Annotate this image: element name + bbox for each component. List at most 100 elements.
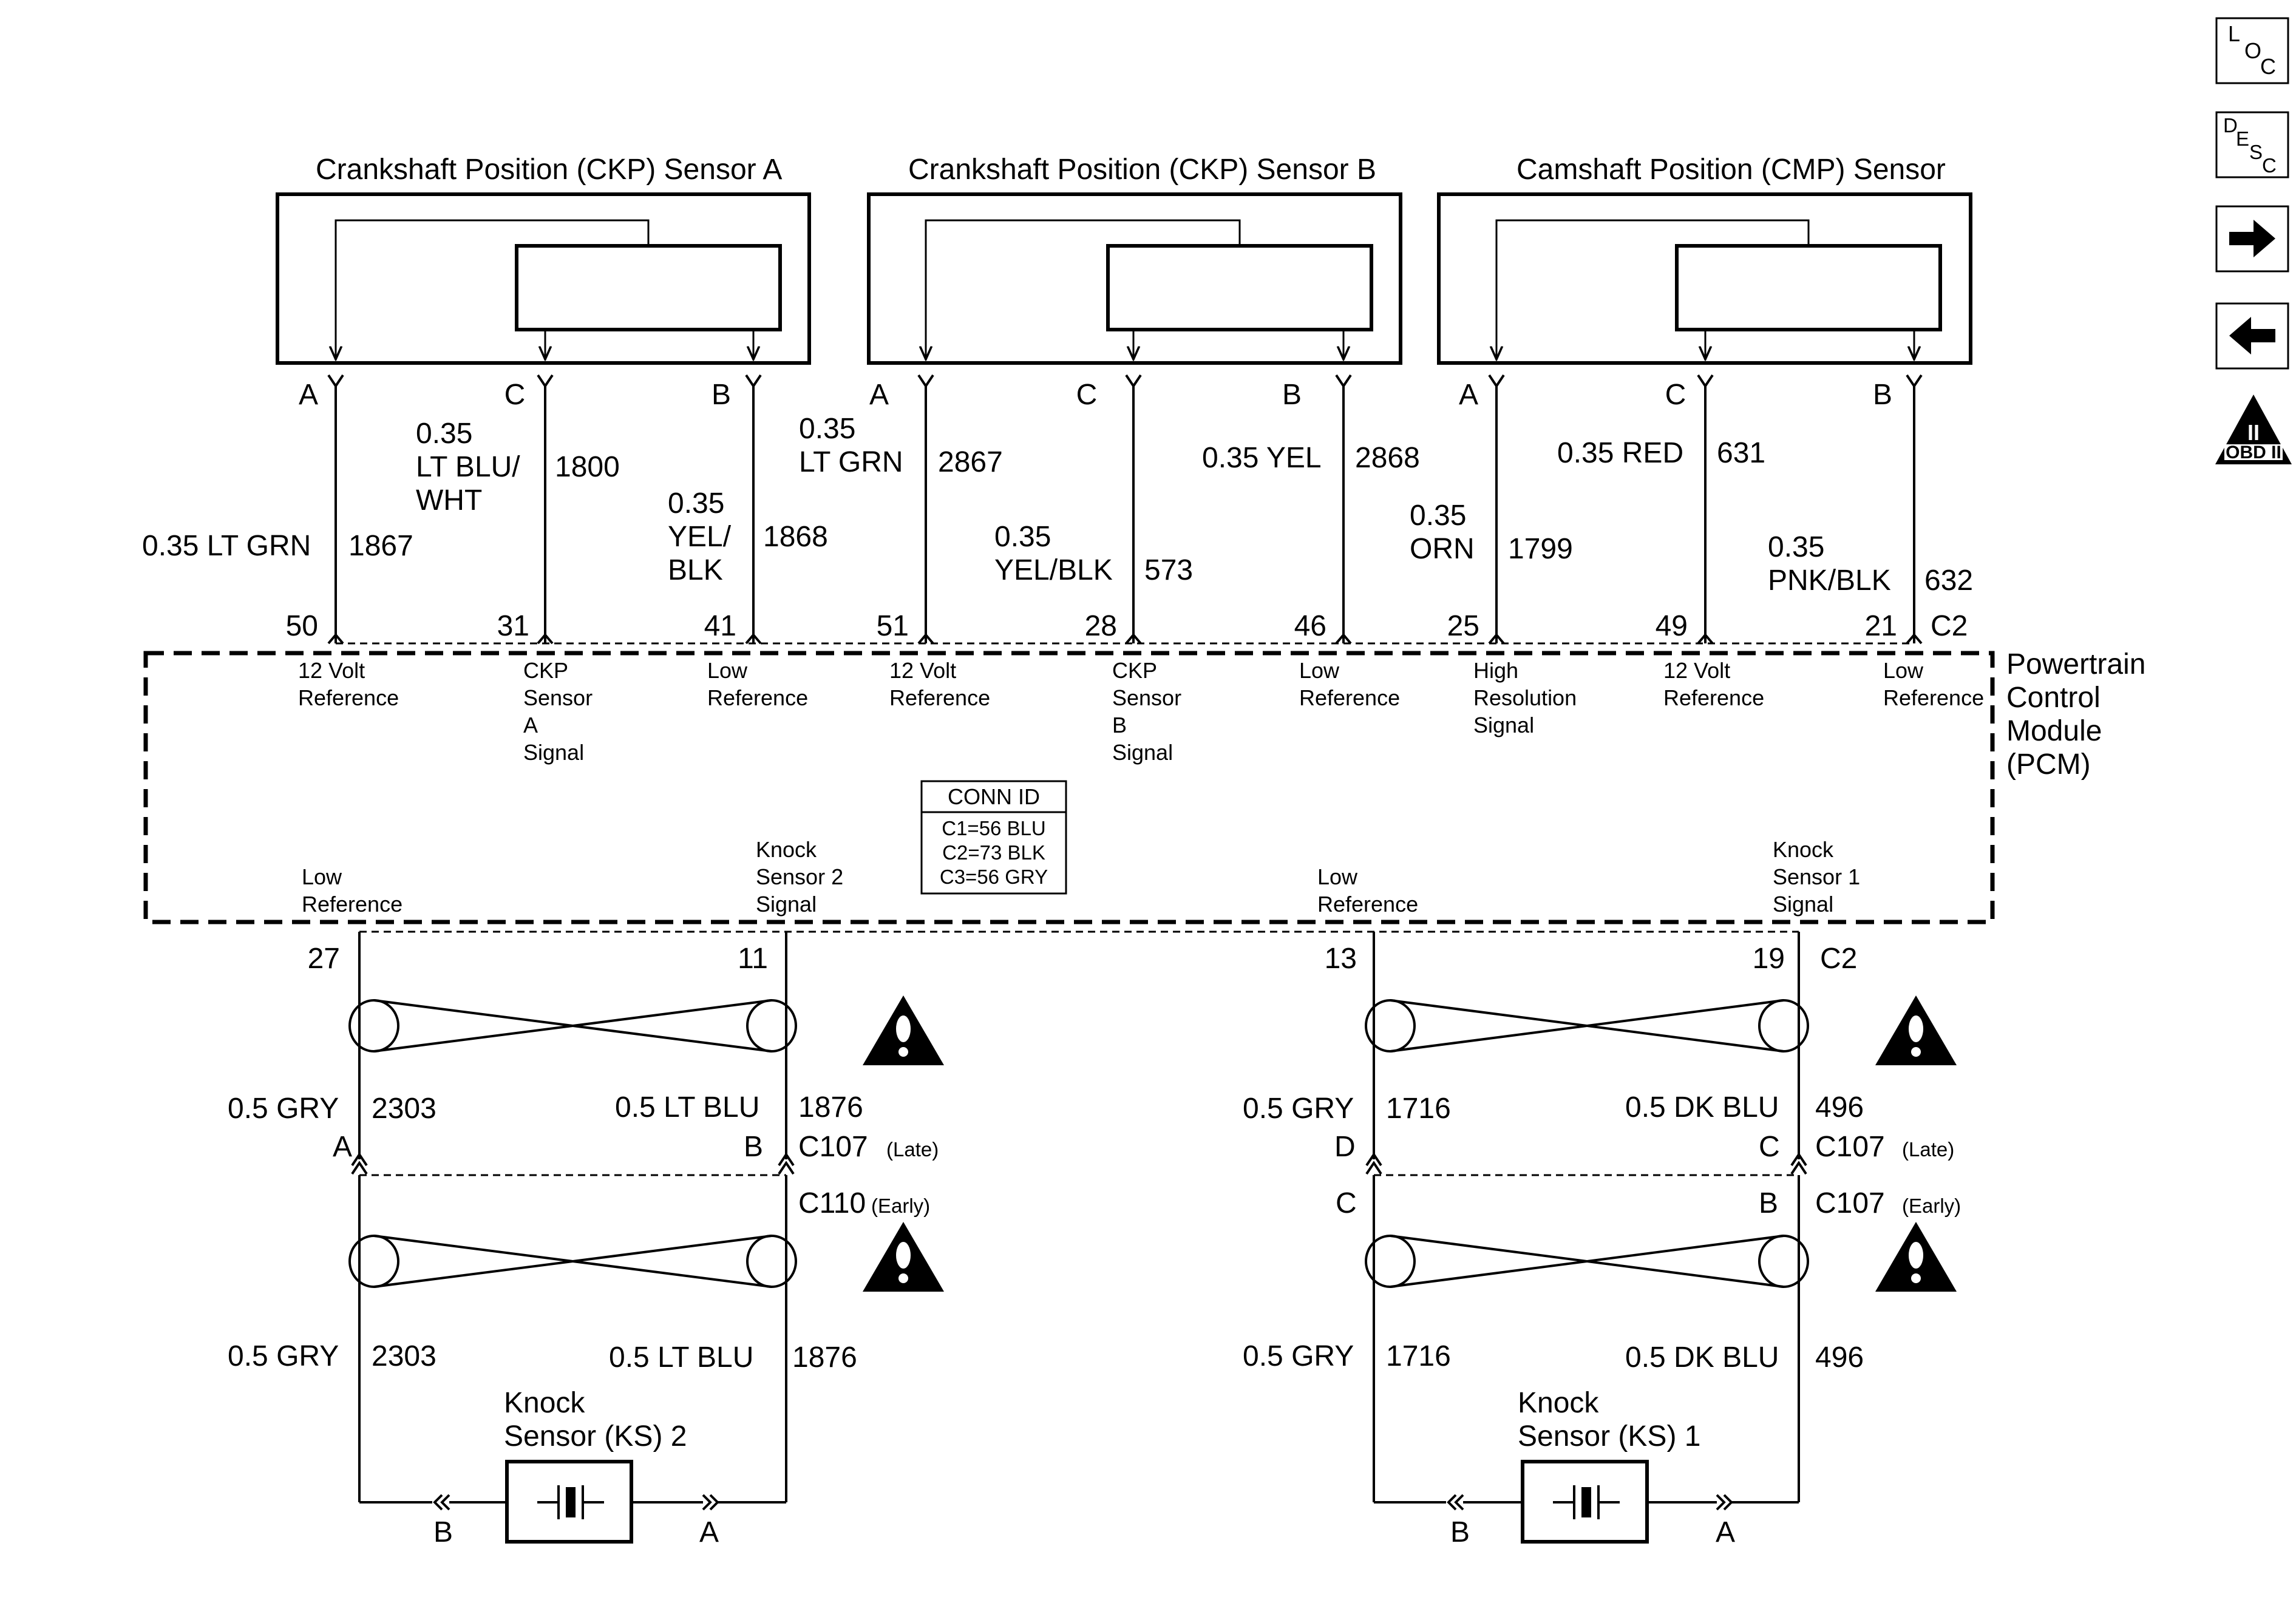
- description-button[interactable]: D E S C: [2215, 111, 2289, 178]
- pin-letter: C: [1759, 1131, 1780, 1163]
- obd-numeral: II: [2247, 420, 2260, 445]
- wire-color-label: 0.35 LT GRN: [142, 530, 311, 562]
- pin-function-label: Reference: [302, 892, 402, 917]
- wire-color-label: LT BLU/: [416, 451, 520, 483]
- wire-color-label: 0.5 DK BLU: [1625, 1341, 1779, 1374]
- wire-color-label: 0.5 GRY: [228, 1340, 339, 1372]
- wire-color-label: PNK/BLK: [1768, 564, 1891, 597]
- caution-icon[interactable]: [1875, 995, 1957, 1065]
- pin-letter: A: [333, 1131, 352, 1163]
- pin-letter: B: [1450, 1516, 1470, 1548]
- pin-letter: B: [744, 1131, 763, 1163]
- pin-letter: A: [699, 1516, 719, 1548]
- pin-letter: B: [1873, 379, 1892, 411]
- pin-function-label: Signal: [756, 892, 817, 917]
- pin-function-label: Resolution: [1473, 685, 1577, 710]
- wire-color-label: 0.35: [668, 487, 724, 520]
- knock-sensor-2-label: Sensor (KS) 2: [504, 1420, 687, 1453]
- circuit-number: 1716: [1386, 1093, 1451, 1125]
- wire-color-label: WHT: [416, 484, 482, 517]
- next-page-button[interactable]: [2215, 205, 2289, 273]
- conn-id-row: C1=56 BLU: [942, 817, 1046, 839]
- wire-color-label: 0.35: [1410, 500, 1466, 532]
- pin-letter: A: [869, 379, 889, 411]
- pcm-pin-number: 51: [877, 610, 909, 642]
- caution-icon[interactable]: [1875, 1222, 1957, 1292]
- wire-color-label: 0.35: [1768, 531, 1824, 563]
- connector-tag: (Late): [886, 1138, 939, 1161]
- pcm-pin-number: 50: [286, 610, 318, 642]
- loc-letter-c: C: [2260, 54, 2276, 79]
- pin-letter: B: [433, 1516, 453, 1548]
- pcm-pin-number: 13: [1325, 943, 1357, 975]
- pin-function-label: Sensor: [523, 685, 593, 710]
- knock-sensor-2-circuit: 27 11 0.5 GRY 2303 0.5 LT BLU 1876 A B C…: [228, 932, 939, 1548]
- circuit-number: 1716: [1386, 1340, 1451, 1372]
- obd-ii-button[interactable]: II OBD II: [2215, 395, 2292, 464]
- desc-letter-c: C: [2262, 154, 2277, 177]
- circuit-number: 496: [1815, 1091, 1864, 1124]
- caution-icon[interactable]: [863, 1222, 944, 1292]
- ckp-sensor-a: Crankshaft Position (CKP) Sensor A: [276, 154, 811, 365]
- pin-function-label: Reference: [1663, 685, 1764, 710]
- circuit-number: 2303: [372, 1093, 436, 1125]
- connector-tag: (Early): [871, 1195, 930, 1217]
- pin-function-label: Sensor 2: [756, 864, 843, 889]
- pin-letter: C: [504, 379, 526, 411]
- arrow-left-icon: [2229, 317, 2275, 354]
- pcm-title: Powertrain: [2006, 648, 2145, 680]
- circuit-number: 2303: [372, 1340, 436, 1372]
- pin-function-label: Reference: [707, 685, 808, 710]
- connector-tag: (Early): [1902, 1195, 1961, 1217]
- pin-function-label: Low: [1883, 658, 1924, 683]
- cmp-sensor: Camshaft Position (CMP) Sensor: [1437, 154, 1972, 365]
- circuit-number: 496: [1815, 1341, 1864, 1374]
- pin-letter: C: [1665, 379, 1686, 411]
- loc-letter-l: L: [2228, 21, 2240, 46]
- circuit-number: 631: [1717, 437, 1765, 469]
- location-button[interactable]: L O C: [2215, 17, 2289, 84]
- pin-letter: B: [712, 379, 731, 411]
- connector-id: C107: [798, 1131, 868, 1163]
- circuit-number: 1799: [1508, 533, 1573, 565]
- pin-function-label: Reference: [1317, 892, 1418, 917]
- connector-id: C110: [798, 1187, 866, 1219]
- pcm-pin-number: 27: [308, 943, 340, 975]
- knock-sensor-1-label: Knock: [1518, 1387, 1599, 1419]
- circuit-number: 1868: [763, 521, 828, 553]
- pin-function-label: Low: [1317, 864, 1358, 889]
- wire-color-label: ORN: [1410, 533, 1475, 565]
- wire-color-label: 0.35 RED: [1557, 437, 1683, 469]
- pcm-title: (PCM): [2006, 748, 2091, 781]
- wire-color-label: YEL/BLK: [994, 554, 1113, 586]
- connector-id: C2: [1820, 943, 1857, 975]
- pin-function-label: Signal: [1473, 713, 1534, 737]
- pin-letter: C: [1336, 1187, 1357, 1219]
- pin-function-label: Signal: [1773, 892, 1833, 917]
- wire-color-label: 0.35: [799, 413, 855, 445]
- wire-color-label: 0.35 YEL: [1202, 442, 1322, 474]
- ckp-sensor-b: Crankshaft Position (CKP) Sensor B: [867, 154, 1402, 365]
- previous-page-button[interactable]: [2215, 302, 2289, 370]
- pcm-pin-number: 21: [1865, 610, 1897, 642]
- connector-tag: (Late): [1902, 1138, 1954, 1161]
- wire-color-label: 0.5 GRY: [1243, 1093, 1354, 1125]
- wire-color-label: 0.5 LT BLU: [615, 1091, 759, 1124]
- pin-function-label: Signal: [1112, 740, 1173, 765]
- pin-function-label: Low: [1299, 658, 1340, 683]
- wire-color-label: BLK: [668, 554, 723, 586]
- connector-id: C107: [1815, 1131, 1885, 1163]
- pcm-pin-number: 41: [704, 610, 736, 642]
- caution-icon[interactable]: [863, 995, 944, 1065]
- pin-function-label: 12 Volt: [1663, 658, 1730, 683]
- wire-color-label: YEL/: [668, 521, 732, 553]
- pcm-pin-number: 11: [738, 943, 768, 975]
- arrow-right-icon: [2229, 220, 2275, 257]
- pin-function-label: Low: [302, 864, 342, 889]
- pin-letter: A: [1459, 379, 1478, 411]
- pin-function-label: CKP: [1112, 658, 1157, 683]
- circuit-number: 1867: [348, 530, 413, 562]
- wire-color-label: LT GRN: [799, 446, 903, 478]
- pin-function-label: Reference: [1299, 685, 1400, 710]
